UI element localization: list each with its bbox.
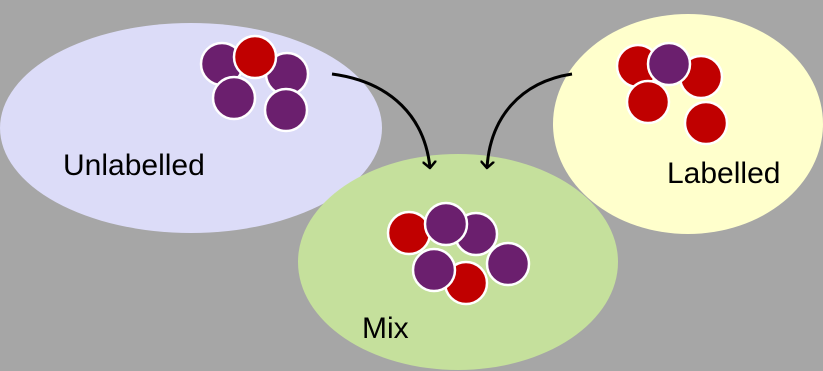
particle-purple xyxy=(646,41,692,87)
particle-purple xyxy=(485,241,531,287)
arrow-unlabelled-to-mix xyxy=(331,72,430,168)
labelled-particle-cluster xyxy=(615,41,729,146)
particle-red xyxy=(683,100,729,146)
particle-purple xyxy=(423,201,469,247)
unlabelled-particle-cluster xyxy=(199,34,310,133)
unlabelled-ellipse xyxy=(0,23,382,233)
particle-purple xyxy=(211,75,257,121)
unlabelled-label: Unlabelled xyxy=(63,149,205,182)
mix-ellipse xyxy=(298,154,618,370)
mix-particle-cluster xyxy=(386,201,531,306)
particle-purple xyxy=(411,247,457,293)
particle-red xyxy=(625,79,671,125)
particle-purple xyxy=(263,87,309,133)
labelled-label: Labelled xyxy=(667,157,780,190)
arrow-labelled-to-mix xyxy=(487,72,573,168)
particle-red xyxy=(232,34,278,80)
particle-red xyxy=(386,210,432,256)
mix-label: Mix xyxy=(362,312,409,345)
